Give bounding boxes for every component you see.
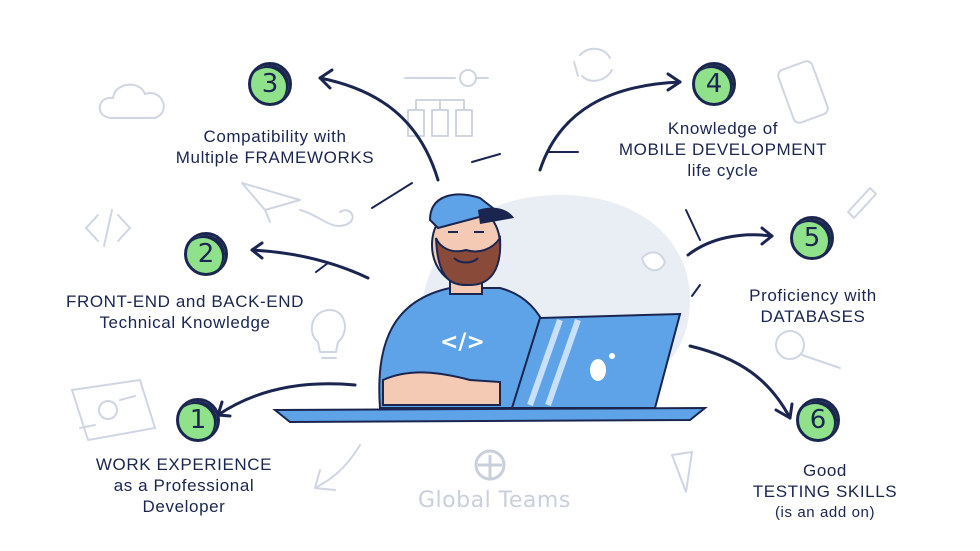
step-1-line-2: as a Professional — [113, 476, 255, 495]
step-4-line-3: life cycle — [687, 161, 759, 180]
shirt-code-text: </> — [440, 330, 485, 355]
step-2-label: FRONT-END and BACK-END Technical Knowled… — [60, 291, 310, 333]
step-6-badge: 6 — [796, 398, 840, 442]
paper-plane-icon — [241, 182, 354, 227]
step-3-line-1: Compatibility with — [203, 127, 347, 146]
smartphone-icon — [777, 60, 829, 124]
step-1-line-3: Developer — [142, 497, 226, 516]
desk — [272, 406, 708, 424]
laptop-logo — [590, 359, 606, 381]
step-6-line-2: TESTING SKILLS — [752, 482, 898, 501]
step-5-label: Proficiency with DATABASES — [728, 285, 898, 327]
globe-logo-icon — [474, 449, 506, 481]
step-6-line-1: Good — [803, 461, 847, 480]
step-4-line-1: Knowledge of — [667, 119, 779, 138]
step-5-badge: 5 — [790, 216, 834, 260]
step-1-line-1: WORK EXPERIENCE — [95, 455, 273, 474]
step-3-line-2: Multiple FRAMEWORKS — [175, 148, 375, 167]
step-5-line-1: Proficiency with — [749, 286, 877, 305]
recycle-icon — [573, 47, 613, 82]
step-4-label: Knowledge of MOBILE DEVELOPMENT life cyc… — [598, 118, 848, 181]
arrow-down-left-icon — [314, 444, 361, 491]
brand-name: Global Teams — [418, 488, 571, 513]
magnifier-icon — [775, 330, 841, 369]
code-icon — [85, 209, 131, 247]
circuit-board-icon — [71, 379, 156, 441]
step-2-badge: 2 — [184, 232, 228, 276]
step-2-line-1: FRONT-END and BACK-END — [65, 292, 305, 311]
triangle-icon — [671, 451, 693, 493]
flowchart-icon — [404, 69, 489, 137]
step-2-line-2: Technical Knowledge — [99, 313, 271, 332]
cloud-icon — [98, 83, 165, 119]
cap-brim — [478, 207, 514, 224]
step-1-badge: 1 — [176, 398, 220, 442]
step-4-line-2: MOBILE DEVELOPMENT — [618, 140, 828, 159]
connector-arrows — [216, 68, 794, 420]
step-6-line-3: (is an add on) — [774, 504, 876, 521]
step-1-label: WORK EXPERIENCE as a Professional Develo… — [84, 454, 284, 517]
arm — [382, 371, 501, 406]
laptop — [510, 312, 682, 409]
step-5-line-2: DATABASES — [760, 307, 866, 326]
step-6-label: Good TESTING SKILLS (is an add on) — [740, 460, 910, 523]
step-3-label: Compatibility with Multiple FRAMEWORKS — [155, 126, 395, 168]
cap — [428, 193, 501, 230]
lightbulb-icon — [310, 309, 346, 359]
step-3-badge: 3 — [248, 62, 292, 106]
developer-illustration — [378, 193, 557, 409]
step-4-badge: 4 — [692, 62, 736, 106]
pencil-icon — [847, 187, 877, 219]
